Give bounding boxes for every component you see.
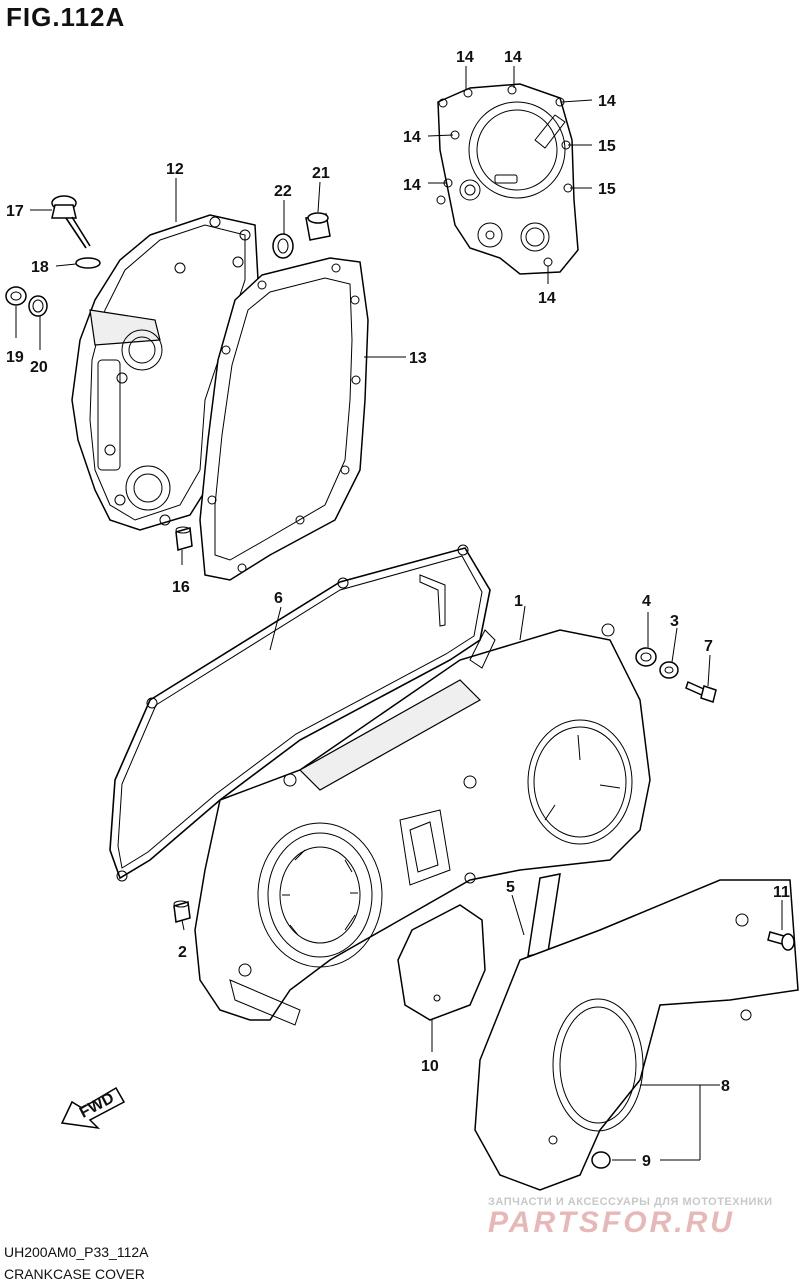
callout-9: 9: [642, 1153, 651, 1170]
inset-leaders: [427, 66, 593, 284]
part-17-oil-filler-cap: [51, 195, 91, 249]
callout-11: 11: [773, 884, 790, 901]
callout-2: 2: [178, 944, 187, 961]
callout-14-d: 14: [403, 129, 421, 146]
callout-15-b: 15: [598, 181, 616, 198]
part-8-outer-cover: [474, 879, 799, 1191]
callout-19: 19: [6, 349, 24, 366]
callout-labels: 1 2 3 4 5 6 7 8 9 10 11 12 13 14 14 14 1…: [6, 49, 790, 1170]
figure-title: FIG.112A: [6, 2, 126, 32]
watermark-logo: PARTSFOR.RU: [488, 1206, 735, 1239]
part-2-dowel: [173, 900, 191, 923]
callout-17: 17: [6, 203, 24, 220]
part-9-grommet: [591, 1151, 611, 1169]
part-16-dowel-pin: [175, 526, 193, 551]
part-3-washer: [659, 661, 679, 679]
part-4-washer: [635, 647, 657, 667]
callout-14-e: 14: [403, 177, 421, 194]
callout-8: 8: [721, 1078, 730, 1095]
part-21-cap: [305, 212, 331, 241]
callout-14-c: 14: [598, 93, 616, 110]
figure-code: UH200AM0_P33_112A: [4, 1244, 149, 1260]
figure-caption: CRANKCASE COVER: [4, 1266, 145, 1282]
watermark-tagline: ЗАПЧАСТИ И АКСЕССУАРЫ ДЛЯ МОТОТЕХНИКИ: [488, 1196, 773, 1208]
callout-22: 22: [274, 183, 292, 200]
callout-14-b: 14: [504, 49, 522, 66]
callout-1: 1: [514, 593, 523, 610]
callout-14-a: 14: [456, 49, 474, 66]
inset-cover-view: [436, 83, 579, 275]
part-1-transmission-cover: [194, 623, 651, 1026]
callout-10: 10: [421, 1058, 439, 1075]
callout-7: 7: [704, 638, 713, 655]
callout-21: 21: [312, 165, 330, 182]
callout-12: 12: [166, 161, 184, 178]
callout-6: 6: [274, 590, 283, 607]
part-11-screw: [767, 931, 795, 951]
callout-16: 16: [172, 579, 190, 596]
fwd-arrow-icon: FWD: [60, 1086, 126, 1130]
part-12-crankcase-cover: [71, 214, 259, 531]
callout-5: 5: [506, 879, 515, 896]
part-19-plug: [5, 286, 27, 306]
part-7-bolt: [685, 680, 717, 703]
part-10-cap: [397, 904, 486, 1021]
part-20-o-ring: [28, 295, 48, 317]
part-13-gasket: [199, 257, 369, 581]
part-18-o-ring: [75, 257, 101, 269]
callout-18: 18: [31, 259, 49, 276]
callout-3: 3: [670, 613, 679, 630]
callout-4: 4: [642, 593, 651, 610]
part-22-seal-ring: [272, 233, 294, 259]
callout-20: 20: [30, 359, 48, 376]
callout-13: 13: [409, 350, 427, 367]
callout-14-f: 14: [538, 290, 556, 307]
callout-15-a: 15: [598, 138, 616, 155]
part-6-cover-gasket: [109, 544, 491, 882]
part-5-rubber-strip: [527, 873, 561, 957]
main-leaders: [15, 178, 783, 1161]
